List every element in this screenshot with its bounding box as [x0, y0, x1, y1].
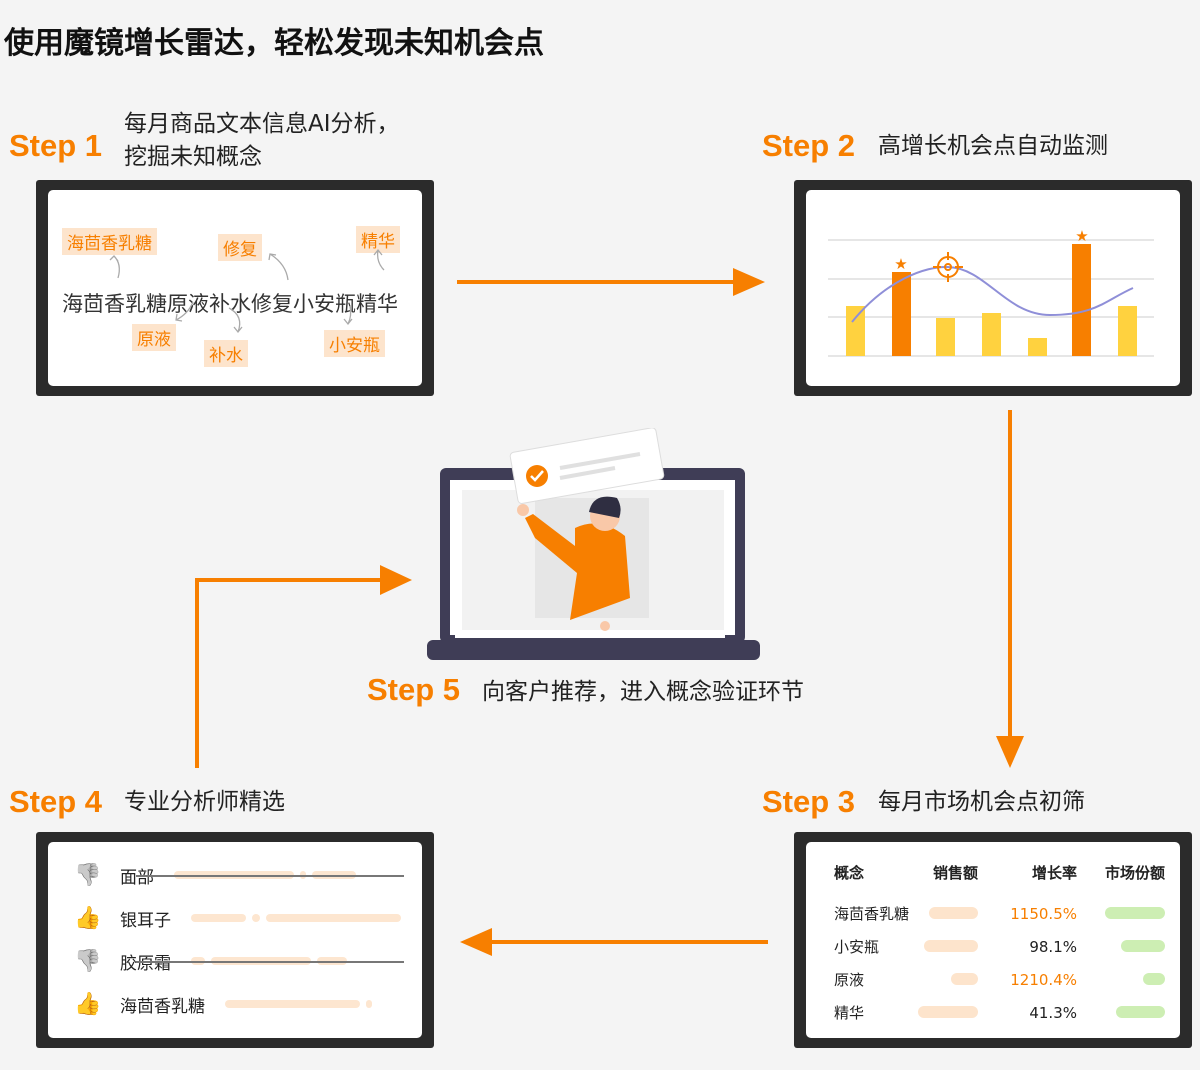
step3-panel: 概念 销售额 增长率 市场份额 海茴香乳糖 1150.5% 小安瓶 98.1% …: [794, 832, 1192, 1048]
col-header: 概念: [834, 864, 865, 882]
table-row: 精华 41.3%: [834, 996, 1165, 1029]
thumbs-down-icon[interactable]: 👎: [74, 948, 102, 974]
table-row: 小安瓶 98.1%: [834, 930, 1165, 963]
concept-cell: 海茴香乳糖: [834, 905, 910, 923]
growth-chart: ★ ★: [828, 227, 1154, 357]
bar: [892, 272, 911, 356]
step4-desc: 专业分析师精选: [124, 789, 285, 815]
concept-cell: 精华: [834, 1004, 865, 1022]
step1-label: Step 1: [9, 128, 103, 163]
tag: 海茴香乳糖: [62, 228, 157, 255]
step1-desc-line2: 挖掘未知概念: [124, 144, 262, 170]
growth-cell: 1150.5%: [1010, 904, 1077, 923]
sales-bar: [951, 972, 978, 985]
growth-cell: 41.3%: [1029, 1003, 1077, 1022]
thumbs-up-icon[interactable]: 👍: [74, 905, 102, 931]
curved-arrows: [109, 248, 385, 334]
step3-desc: 每月市场机会点初筛: [878, 789, 1085, 815]
candidate-name: 海茴香乳糖: [120, 996, 205, 1017]
arrow-up-right: [195, 565, 412, 768]
candidate-name: 胶原霜: [120, 953, 171, 974]
sales-bar: [924, 939, 978, 952]
analyzed-sentence: 海茴香乳糖原液补水修复小安瓶精华: [62, 292, 398, 316]
candidate-item: 👍 海茴香乳糖: [74, 989, 404, 1019]
step2-desc: 高增长机会点自动监测: [878, 133, 1108, 159]
bar: [846, 306, 865, 356]
bar: [1028, 338, 1047, 356]
thumbs-up-icon[interactable]: 👍: [74, 991, 102, 1017]
laptop-illustration: [427, 428, 760, 660]
tag: 修复: [218, 234, 262, 261]
target-icon: [933, 252, 963, 282]
star-icon: ★: [1075, 227, 1088, 245]
share-bar: [1121, 939, 1165, 952]
approval-card-icon: [509, 428, 665, 504]
strikethrough-line: [136, 961, 404, 963]
step1-desc: 每月商品文本信息AI分析， 挖掘未知概念: [124, 108, 400, 174]
arrow-right: [457, 268, 765, 296]
growth-cell: 1210.4%: [1010, 970, 1077, 989]
bar: [936, 318, 955, 356]
step2-panel: ★ ★: [794, 180, 1192, 396]
placeholder-bar: [252, 914, 260, 922]
candidate-name: 银耳子: [120, 910, 171, 931]
sales-bar: [917, 1005, 978, 1018]
table-row: 海茴香乳糖 1150.5%: [834, 897, 1165, 930]
growth-cell: 98.1%: [1029, 937, 1077, 956]
share-bar: [1105, 906, 1165, 919]
page-title: 使用魔镜增长雷达，轻松发现未知机会点: [4, 26, 544, 61]
placeholder-bar: [266, 914, 401, 922]
tag: 补水: [204, 340, 248, 367]
bar: [1118, 306, 1137, 356]
share-bar: [1116, 1005, 1165, 1018]
step2-label: Step 2: [762, 128, 856, 163]
step3-label: Step 3: [762, 784, 856, 819]
candidate-item: 👎 胶原霜: [74, 946, 404, 976]
concept-cell: 小安瓶: [834, 938, 880, 956]
table-row: 原液 1210.4%: [834, 963, 1165, 996]
candidate-item: 👎 面部: [74, 860, 404, 890]
share-bar: [1143, 972, 1165, 985]
col-header: 销售额: [932, 864, 978, 882]
opportunity-table: 概念 销售额 增长率 市场份额 海茴香乳糖 1150.5% 小安瓶 98.1% …: [834, 862, 1165, 1029]
col-header: 增长率: [1031, 864, 1077, 882]
trend-line: [851, 265, 1134, 323]
tag: 精华: [356, 226, 400, 253]
step5-desc: 向客户推荐，进入概念验证环节: [482, 679, 804, 705]
thumbs-down-icon[interactable]: 👎: [74, 862, 102, 888]
step4-panel: 👎 面部 👍 银耳子 👎 胶原霜 👍 海茴香乳糖: [36, 832, 434, 1048]
step4-label: Step 4: [9, 784, 103, 819]
candidate-name: 面部: [120, 867, 154, 888]
placeholder-bar: [191, 914, 246, 922]
tag: 小安瓶: [324, 330, 385, 357]
star-icon: ★: [894, 255, 907, 273]
candidate-item: 👍 银耳子: [74, 903, 404, 933]
sales-bar: [928, 906, 978, 919]
concept-cell: 原液: [834, 971, 865, 989]
arrow-left: [460, 928, 768, 956]
placeholder-bar: [366, 1000, 372, 1008]
step1-desc-line1: 每月商品文本信息AI分析，: [124, 111, 400, 137]
step5-label: Step 5: [367, 672, 461, 707]
tag: 原液: [132, 324, 176, 351]
placeholder-bar: [225, 1000, 360, 1008]
step1-panel: 海茴香乳糖 修复 精华 海茴香乳糖原液补水修复小安瓶精华 原液 补水 小安瓶: [36, 180, 434, 396]
col-header: 市场份额: [1104, 864, 1165, 882]
bar: [982, 313, 1001, 356]
strikethrough-line: [136, 875, 404, 877]
bar: [1072, 244, 1091, 356]
arrow-down: [996, 410, 1024, 768]
